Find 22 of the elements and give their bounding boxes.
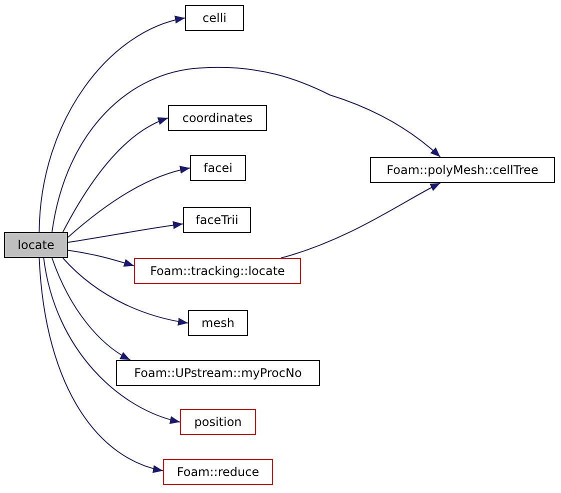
function-box: locate [4,232,68,258]
arrow [68,221,184,243]
arrow [52,258,131,360]
arrow [68,250,134,267]
function-box: Foam::reduce [163,459,273,485]
arrow [62,118,168,232]
arrow [62,258,188,326]
arrow [38,258,164,472]
function-box: Foam::tracking::locate [134,258,301,284]
arrow [52,66,441,232]
function-box: Foam::UPstream::myProcNo [116,360,320,386]
function-box: facei [190,155,246,181]
arrow [43,258,180,424]
function-box: Foam::polyMesh::cellTree [370,157,555,183]
function-box: position [180,409,256,435]
function-box: coordinates [168,105,267,131]
arrow [38,16,186,232]
arrow [280,182,441,258]
arrow [68,166,190,238]
function-box: celli [185,5,244,31]
function-box: faceTrii [183,207,251,233]
function-box: mesh [188,310,248,336]
